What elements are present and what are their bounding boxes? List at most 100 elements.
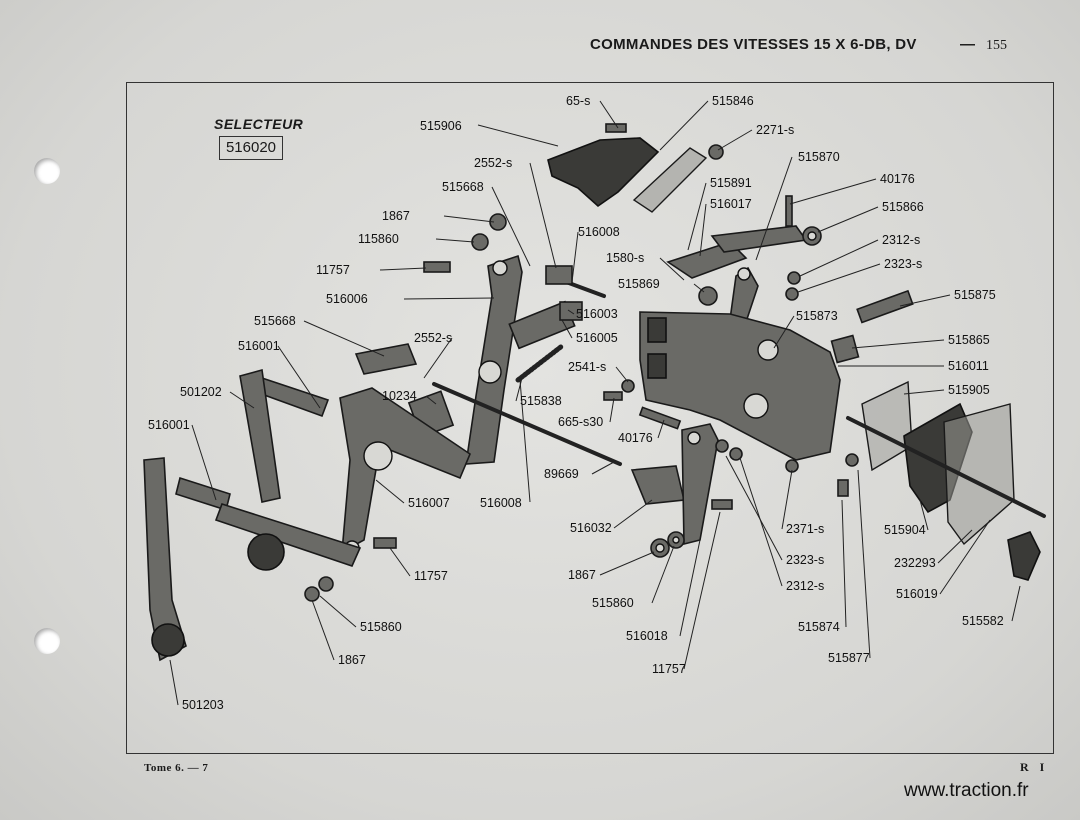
- pin-515875: [856, 289, 914, 324]
- screw-65s: [605, 123, 627, 133]
- punch-hole-bottom: [34, 628, 60, 654]
- gasket-515905: [861, 380, 913, 472]
- callout-label: 2552-s: [474, 156, 512, 170]
- arm-516007: [339, 387, 471, 554]
- callout-label: 115860: [358, 232, 399, 246]
- callout-label: 11757: [652, 662, 686, 676]
- callout-label: 232293: [894, 556, 936, 570]
- parts-drawing: [143, 123, 1046, 662]
- callout-label: 1867: [338, 653, 366, 667]
- callout-label: 515866: [882, 200, 924, 214]
- callout-label: 2323-s: [884, 257, 922, 271]
- nut-2271s: [708, 144, 724, 160]
- callout-label: 516017: [710, 197, 752, 211]
- callout-label: 11757: [316, 263, 350, 277]
- callout-label: 515860: [360, 620, 402, 634]
- callout-label: 40176: [880, 172, 915, 186]
- boss-501202: [247, 533, 285, 571]
- callout-label: 516011: [948, 359, 989, 373]
- callout-label: 516003: [576, 307, 618, 321]
- callout-label: 501203: [182, 698, 224, 712]
- callout-label: 516006: [326, 292, 368, 306]
- callout-label: 2312-s: [786, 579, 824, 593]
- callout-label: 516032: [570, 521, 612, 535]
- spring-515838: [515, 343, 565, 383]
- part-515877: [845, 453, 859, 467]
- callout-label: 515846: [712, 94, 754, 108]
- callout-label: 516008: [578, 225, 620, 239]
- callout-label: 2541-s: [568, 360, 606, 374]
- page-title: COMMANDES DES VITESSES 15 X 6-DB, DV: [590, 36, 917, 53]
- callout-label: 515869: [618, 277, 660, 291]
- page-number: 155: [986, 38, 1007, 53]
- rod-516019: [846, 416, 1046, 518]
- bush-515865: [830, 334, 860, 364]
- callout-label: 515860: [592, 596, 634, 610]
- fork-2552s-top: [545, 265, 573, 285]
- callout-label: 40176: [618, 431, 653, 445]
- screw-665s30: [603, 391, 623, 401]
- pin-40176-mid: [638, 406, 682, 430]
- screw-515874: [837, 479, 849, 497]
- callout-labels: 65-s 515846 515906 2271-s 2552-s 515870 …: [148, 94, 1004, 712]
- callout-label: 2371-s: [786, 522, 824, 536]
- bar-501202: [214, 503, 362, 567]
- callout-label: 1867: [382, 209, 410, 223]
- callout-label: 516007: [408, 496, 450, 510]
- callout-label: 515838: [520, 394, 562, 408]
- callout-label: 515904: [884, 523, 926, 537]
- callout-label: 516005: [576, 331, 618, 345]
- callout-label: 1867: [568, 568, 596, 582]
- callout-label: 515877: [828, 651, 870, 665]
- callout-label: 2552-s: [414, 331, 452, 345]
- callout-label: 516019: [896, 587, 938, 601]
- callout-label: 516008: [480, 496, 522, 510]
- callout-label: 11757: [414, 569, 448, 583]
- callout-label: 515870: [798, 150, 840, 164]
- callout-label: 515582: [962, 614, 1004, 628]
- punch-hole-top: [34, 158, 60, 184]
- watermark: www.traction.fr: [904, 780, 1029, 801]
- knob-515582: [1007, 531, 1041, 581]
- callout-label: 515906: [420, 119, 462, 133]
- footer-code: R I: [1020, 760, 1049, 774]
- callout-label: 2312-s: [882, 233, 920, 247]
- callout-label: 501202: [180, 385, 222, 399]
- callout-label: 65-s: [566, 94, 590, 108]
- housing-516011: [639, 311, 841, 461]
- lever-515668: [354, 343, 418, 375]
- diagram-frame: [126, 82, 1054, 754]
- callout-label: 515865: [948, 333, 990, 347]
- rod-89669: [432, 382, 622, 466]
- callout-label: 515875: [954, 288, 996, 302]
- bolt-11757-top: [423, 261, 451, 273]
- arm-516006: [465, 254, 523, 465]
- nut-516003: [559, 301, 583, 321]
- selector-part-number: 516020: [219, 136, 283, 160]
- plate-232293: [943, 403, 1015, 546]
- callout-label: 515891: [710, 176, 752, 190]
- arm-501202: [239, 368, 281, 503]
- callout-label: 515873: [796, 309, 838, 323]
- callout-label: 516018: [626, 629, 668, 643]
- header-dash: —: [960, 36, 975, 53]
- cover-515906: [547, 137, 660, 208]
- callout-label: 10234: [382, 389, 417, 403]
- callout-label: 515874: [798, 620, 840, 634]
- callout-label: 2271-s: [756, 123, 794, 137]
- callout-label: 515668: [254, 314, 296, 328]
- callout-label: 665-s30: [558, 415, 603, 429]
- footer-volume: Tome 6. — 7: [144, 762, 209, 774]
- callout-label: 515905: [948, 383, 990, 397]
- lever-515870: [710, 225, 808, 253]
- selector-title: SELECTEUR: [214, 116, 304, 132]
- washer-2541s: [621, 379, 635, 393]
- fork-516032: [630, 465, 685, 505]
- leader-lines: [169, 100, 1021, 706]
- callout-label: 1580-s: [606, 251, 644, 265]
- pin-40176: [785, 195, 793, 227]
- callout-label: 515668: [442, 180, 484, 194]
- callout-label: 516001: [238, 339, 280, 353]
- screw-11757-mid: [711, 499, 733, 510]
